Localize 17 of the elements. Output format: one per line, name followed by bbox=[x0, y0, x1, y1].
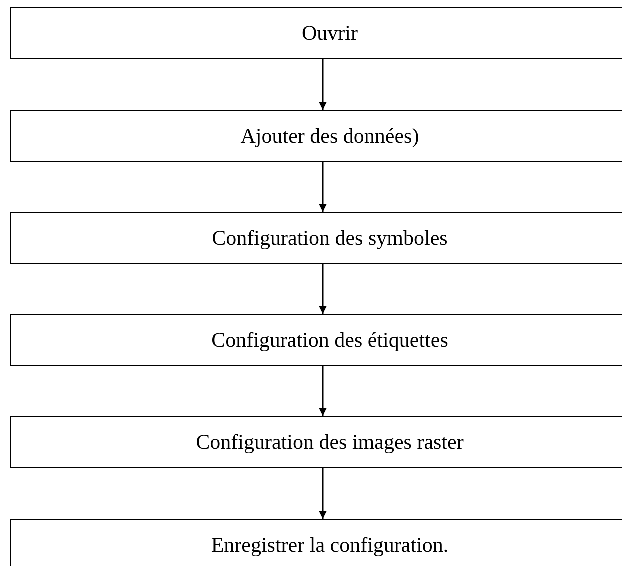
process-box bbox=[10, 7, 622, 59]
process-box bbox=[10, 110, 622, 162]
process-box bbox=[10, 212, 622, 264]
step-label: Configuration des étiquettes bbox=[212, 328, 448, 352]
arrow bbox=[319, 264, 327, 314]
step-label: Ajouter des données) bbox=[240, 124, 420, 148]
process-box bbox=[10, 519, 622, 566]
step-label: Configuration des images raster bbox=[196, 430, 464, 454]
arrow bbox=[319, 366, 327, 416]
arrow bbox=[319, 59, 327, 110]
arrow bbox=[319, 162, 327, 212]
arrow bbox=[319, 468, 327, 519]
step-label: Enregistrer la configuration. bbox=[211, 532, 449, 558]
step-label: Configuration des symboles bbox=[212, 226, 448, 250]
step-label: Ouvrir bbox=[302, 20, 358, 46]
process-box bbox=[10, 314, 622, 366]
process-box bbox=[10, 416, 622, 468]
